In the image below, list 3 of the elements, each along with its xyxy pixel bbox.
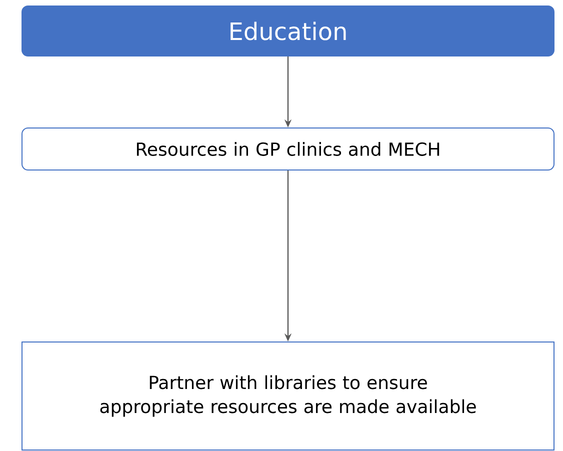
process-box: Partner with libraries to ensure appropriate resources are made available bbox=[22, 342, 554, 450]
process-box: Resources in GP clinics and MECH bbox=[22, 128, 554, 170]
heading-box: Education bbox=[22, 6, 554, 56]
